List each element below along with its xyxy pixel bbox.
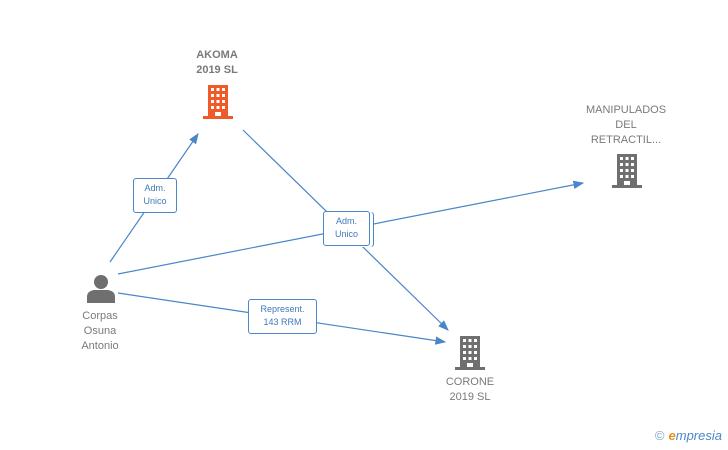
logo-first-letter: e	[668, 428, 676, 443]
node-manipulados[interactable]: MANIPULADOS DEL RETRACTIL...	[570, 103, 682, 148]
node-manipulados-label: MANIPULADOS DEL RETRACTIL...	[585, 104, 667, 146]
edge-label-represent: Represent. 143 RRM	[248, 299, 317, 334]
edge-label-adm-unico-akoma: Adm. Unico	[133, 178, 177, 213]
edge-label-adm-unico-center: Adm. Unico	[323, 211, 370, 246]
person-icon[interactable]	[86, 273, 116, 303]
copyright-symbol: ©	[654, 428, 665, 443]
company-building-icon[interactable]	[203, 85, 233, 121]
node-akoma[interactable]: AKOMA 2019 SL	[168, 48, 266, 78]
node-akoma-label: AKOMA 2019 SL	[196, 49, 238, 76]
node-person-label: Corpas Osuna Antonio	[81, 310, 119, 352]
logo-text: mpresia	[675, 428, 722, 443]
company-building-icon[interactable]	[455, 336, 485, 372]
node-person[interactable]: Corpas Osuna Antonio	[60, 309, 140, 354]
node-corone[interactable]: CORONE 2019 SL	[420, 375, 520, 405]
empresia-logo: ©empresia	[655, 428, 722, 443]
company-building-icon[interactable]	[612, 154, 642, 190]
node-corone-label: CORONE 2019 SL	[445, 376, 495, 403]
